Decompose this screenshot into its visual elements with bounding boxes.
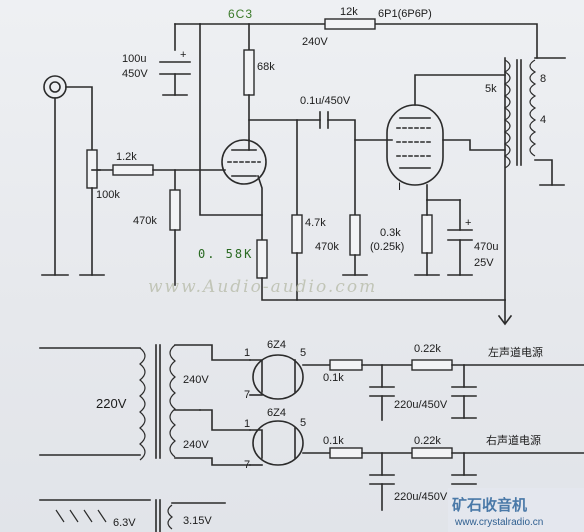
label-tap-4: 4 [540,114,546,126]
logo-url: www.crystalradio.cn [454,517,543,528]
label-1-2k: 1.2k [116,151,137,163]
label-pin-7b: 7 [244,459,250,471]
b-plus-rail [174,23,538,216]
label-220v: 220V [96,396,127,411]
tube-6p1 [386,74,506,201]
filter-chain-left [329,359,584,421]
label-right-supply: 右声道电源 [486,433,541,447]
capacitor-470u: + [447,199,473,276]
resistor-4-7k [291,214,303,254]
potentiometer-100k [86,149,98,189]
label-pin-1a: 1 [244,347,250,359]
label-6p1: 6P1(6P6P) [378,8,432,20]
label-0-22k-a: 0.22k [414,343,441,355]
label-240v-b: 240V [183,439,209,451]
label-450v: 450V [122,68,148,80]
label-68k: 68k [257,61,275,73]
tube-6c3 [221,139,267,241]
tube-6z4-a [249,354,331,400]
label-12k: 12k [340,6,358,18]
resistor-058k [256,239,268,279]
input-jack-icon [43,75,93,276]
label-5k: 5k [485,83,497,95]
resistor-470k-leak [349,214,361,256]
label-0-3k: 0.3k [380,227,401,239]
resistor-1-2k [112,164,154,176]
capacitor-01u [319,111,356,216]
label-6z4-b: 6Z4 [267,407,286,419]
label-100u: 100u [122,53,146,65]
svg-text:+: + [180,49,186,61]
label-0-22k-b: 0.22k [414,435,441,447]
label-pin-1b: 1 [244,418,250,430]
label-100k: 100k [96,189,120,201]
heater-windings [39,499,226,532]
svg-text:+: + [465,217,471,229]
label-220u-a: 220u/450V [394,399,448,411]
label-240v-a: 240V [183,374,209,386]
label-01u: 0.1u/450V [300,95,351,107]
resistor-68k [243,49,255,96]
label-470k-leak: 470k [315,241,339,253]
label-3-15v: 3.15V [183,515,212,527]
label-470u: 470u [474,241,498,253]
label-6c3: 6C3 [228,7,253,21]
label-tap-8: 8 [540,73,546,85]
resistor-12k [324,18,376,30]
logo-text: 矿石收音机 [452,496,527,514]
label-pin-7a: 7 [244,389,250,401]
label-220u-b: 220u/450V [394,491,448,503]
filter-chain-right [329,447,584,511]
label-6z4-a: 6Z4 [267,339,286,351]
capacitor-100u: + [159,49,191,96]
watermark: www.Audio-audio.com [148,277,377,297]
label-025k: (0.25k) [370,241,404,253]
label-058k: 0. 58K [198,247,253,261]
label-pin-5b: 5 [300,417,306,429]
tube-6z4-b [249,420,331,466]
label-25v: 25V [474,257,494,269]
label-0-1k-a: 0.1k [323,372,344,384]
logo-backdrop [448,488,584,532]
label-240v-top: 240V [302,36,328,48]
power-transformer [39,344,251,466]
label-pin-5a: 5 [300,347,306,359]
resistor-470k-grid [169,189,181,231]
label-470k-grid: 470k [133,215,157,227]
label-6-3v: 6.3V [113,517,136,529]
label-tube-pin: I [398,181,401,193]
output-transformer [503,57,566,301]
label-0-1k-b: 0.1k [323,435,344,447]
resistor-0-3k [421,214,433,254]
label-left-supply: 左声道电源 [488,345,543,359]
label-4-7k: 4.7k [305,217,326,229]
